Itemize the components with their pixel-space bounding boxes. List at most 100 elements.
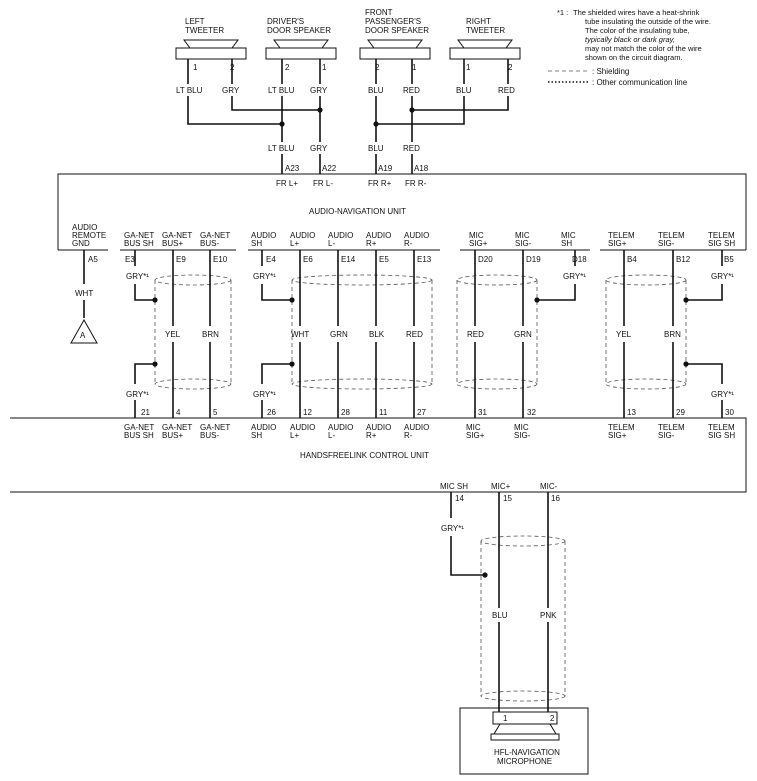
pin-number: 2 bbox=[550, 714, 555, 723]
speaker-connector bbox=[175, 47, 247, 60]
speaker-symbol bbox=[273, 39, 329, 49]
wire-color: RED bbox=[406, 330, 423, 339]
speaker-connector bbox=[359, 47, 431, 60]
pin-label: MIC bbox=[515, 231, 530, 240]
shield-splice bbox=[482, 572, 488, 578]
note-line: tube insulating the outside of the wire. bbox=[585, 17, 711, 26]
speaker-drivers-door: DRIVER'S DOOR SPEAKER bbox=[265, 17, 337, 60]
speaker-name: DOOR SPEAKER bbox=[267, 26, 331, 35]
shield-end bbox=[154, 274, 232, 286]
pin-label: FR R+ bbox=[368, 179, 392, 188]
wire-color: YEL bbox=[165, 330, 181, 339]
pin-number: 32 bbox=[527, 408, 536, 417]
pin-label: SIG- bbox=[515, 239, 532, 248]
speaker-symbol bbox=[367, 39, 423, 49]
shield-splice bbox=[289, 361, 295, 367]
note-marker: *1 : bbox=[557, 8, 568, 17]
note-line: shown on the circuit diagram. bbox=[585, 53, 683, 62]
wire bbox=[187, 59, 282, 125]
pin-number: E6 bbox=[303, 255, 313, 264]
shield-end bbox=[480, 535, 566, 547]
wire-color: GRY*¹ bbox=[441, 524, 464, 533]
pin-label: SIG SH bbox=[708, 239, 735, 248]
wire-color: GRY bbox=[310, 144, 328, 153]
wire bbox=[686, 250, 723, 301]
pin-label: GA-NET bbox=[200, 423, 230, 432]
wire-color: LT BLU bbox=[176, 86, 203, 95]
hfl-bottom-labels: MIC SH MIC+ MIC- 14 15 16 bbox=[440, 482, 560, 503]
pin-label: R- bbox=[404, 239, 413, 248]
wire-color: GRY*¹ bbox=[253, 390, 276, 399]
speaker-name: DRIVER'S bbox=[267, 17, 304, 26]
pin-label: AUDIO bbox=[290, 231, 315, 240]
speaker-symbol bbox=[183, 39, 239, 49]
pin-number: 31 bbox=[478, 408, 487, 417]
handsfreelink-control-unit-title: HANDSFREELINK CONTROL UNIT bbox=[300, 451, 429, 460]
signal-wires: YEL BRN WHT GRN BLK RED RED GRN YEL BRN bbox=[165, 250, 681, 418]
pin-label: MIC bbox=[469, 231, 484, 240]
pin-label: GA-NET bbox=[124, 231, 154, 240]
anu-bottom-labels: AUDIO REMOTE GND GA-NET BUS SH GA-NET BU… bbox=[72, 223, 735, 248]
wire-color: GRY*¹ bbox=[253, 272, 276, 281]
pin-label: GA-NET bbox=[162, 423, 192, 432]
pin-label: GA-NET bbox=[124, 423, 154, 432]
pin-label: AUDIO bbox=[328, 231, 353, 240]
pin-number: A5 bbox=[88, 255, 98, 264]
wire bbox=[261, 250, 292, 301]
pin-label: SIG- bbox=[658, 239, 675, 248]
wire-color: GRY bbox=[310, 86, 328, 95]
shielded-wire-note: *1 : The shielded wires have a heat-shri… bbox=[557, 8, 711, 62]
pin-label: SIG- bbox=[514, 431, 531, 440]
shield-body bbox=[456, 280, 538, 384]
shield-splice bbox=[683, 297, 689, 303]
speaker-name: TWEETER bbox=[466, 26, 505, 35]
pin-label: SIG- bbox=[658, 431, 675, 440]
wire-color: GRY*¹ bbox=[711, 272, 734, 281]
shield-splice bbox=[289, 297, 295, 303]
ground-branch: WHT A bbox=[70, 250, 98, 344]
pin-number: A18 bbox=[414, 164, 429, 173]
pin-number: E5 bbox=[379, 255, 389, 264]
pin-label: FR L- bbox=[313, 179, 333, 188]
pin-label: AUDIO bbox=[290, 423, 315, 432]
pin-number: B12 bbox=[676, 255, 691, 264]
pin-label: SH bbox=[251, 239, 262, 248]
pin-number: 28 bbox=[341, 408, 350, 417]
wire-color: GRN bbox=[330, 330, 348, 339]
wire-color: GRY*¹ bbox=[563, 272, 586, 281]
shield-splice bbox=[683, 361, 689, 367]
pin-label: TELEM bbox=[608, 231, 635, 240]
pin-number: E9 bbox=[176, 255, 186, 264]
pin-label: R+ bbox=[366, 431, 377, 440]
ground-triangle bbox=[70, 318, 98, 344]
wire-color: PNK bbox=[540, 611, 557, 620]
pin-label: AUDIO bbox=[328, 423, 353, 432]
pin-label: TELEM bbox=[658, 423, 685, 432]
pin-label: R- bbox=[404, 431, 413, 440]
pin-label: AUDIO bbox=[366, 423, 391, 432]
audio-navigation-unit-box bbox=[57, 173, 747, 250]
pin-label: R+ bbox=[366, 239, 377, 248]
wire bbox=[281, 154, 413, 174]
wire-color: WHT bbox=[75, 289, 93, 298]
speaker-connector bbox=[449, 47, 521, 60]
speaker-symbol bbox=[457, 39, 513, 49]
speaker-name: DOOR SPEAKER bbox=[365, 26, 429, 35]
pin-label: BUS- bbox=[200, 239, 219, 248]
speaker-name: TWEETER bbox=[185, 26, 224, 35]
splice bbox=[373, 121, 379, 127]
wire bbox=[231, 59, 320, 111]
wire-color: WHT bbox=[291, 330, 309, 339]
pin-number: A19 bbox=[378, 164, 393, 173]
wire-color: GRY bbox=[222, 86, 240, 95]
pin-label: L+ bbox=[290, 239, 299, 248]
shield-splice bbox=[534, 297, 540, 303]
wire-color: GRY*¹ bbox=[126, 390, 149, 399]
pin-label: AUDIO bbox=[251, 423, 276, 432]
pin-label: AUDIO bbox=[72, 223, 97, 232]
pin-label: MIC bbox=[561, 231, 576, 240]
pin-label: FR R- bbox=[405, 179, 427, 188]
pin-label: AUDIO bbox=[404, 423, 429, 432]
pin-label: REMOTE bbox=[72, 231, 106, 240]
